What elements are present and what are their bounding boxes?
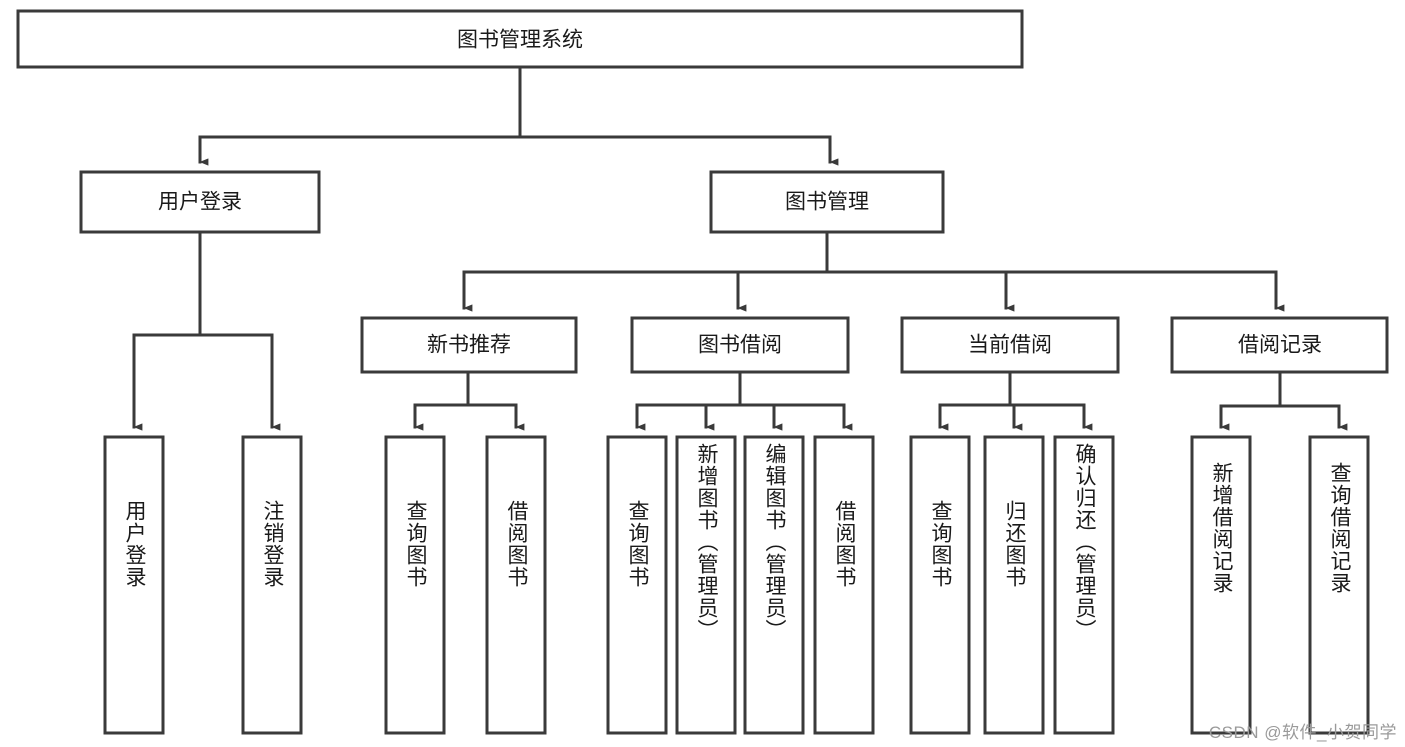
node-new-book-recommend[interactable]: 新书推荐 xyxy=(360,316,578,374)
csdn-watermark: CSDN @软件_小贺同学 xyxy=(1208,723,1397,742)
leaf-box-borrow-book-1[interactable] xyxy=(485,435,547,735)
node-root-box[interactable] xyxy=(16,9,1024,69)
node-book-manage[interactable]: 图书管理 xyxy=(709,170,945,234)
leaf-box-borrow-book-2[interactable] xyxy=(813,435,875,735)
node-book-borrow[interactable]: 图书借阅 xyxy=(630,316,850,374)
node-borrow-record-label: 借阅记录 xyxy=(1238,334,1322,357)
node-borrow-record-box[interactable] xyxy=(1170,316,1389,374)
node-borrow-record[interactable]: 借阅记录 xyxy=(1170,316,1389,374)
node-current-borrow-label: 当前借阅 xyxy=(968,334,1052,357)
leaf-box-add-book[interactable] xyxy=(675,435,737,735)
leaf-box-edit-book[interactable] xyxy=(743,435,805,735)
leaf-box-confirm-return[interactable] xyxy=(1053,435,1115,735)
node-user-login-label: 用户登录 xyxy=(158,191,242,214)
leaf-box-return-book[interactable] xyxy=(983,435,1045,735)
node-new-book-recommend-box[interactable] xyxy=(360,316,578,374)
node-user-login[interactable]: 用户登录 xyxy=(79,170,321,234)
node-book-borrow-label: 图书借阅 xyxy=(698,334,782,357)
node-user-login-box[interactable] xyxy=(79,170,321,234)
leaf-box-user-logout[interactable] xyxy=(241,435,303,735)
leaf-box-query-book-3[interactable] xyxy=(909,435,971,735)
node-book-borrow-box[interactable] xyxy=(630,316,850,374)
node-current-borrow[interactable]: 当前借阅 xyxy=(900,316,1120,374)
leaf-box-add-record[interactable] xyxy=(1190,435,1252,735)
node-current-borrow-box[interactable] xyxy=(900,316,1120,374)
node-root[interactable]: 图书管理系统 xyxy=(16,9,1024,69)
node-new-book-recommend-label: 新书推荐 xyxy=(427,334,511,357)
node-root-label: 图书管理系统 xyxy=(457,29,583,52)
leaf-box-user-login[interactable] xyxy=(103,435,165,735)
leaf-node-boxes xyxy=(103,435,1370,735)
node-book-manage-label: 图书管理 xyxy=(785,191,869,214)
leaf-box-query-book-2[interactable] xyxy=(606,435,668,735)
node-book-manage-box[interactable] xyxy=(709,170,945,234)
connector-group xyxy=(132,65,1348,431)
leaf-box-query-book-1[interactable] xyxy=(384,435,446,735)
leaf-box-query-record[interactable] xyxy=(1308,435,1370,735)
